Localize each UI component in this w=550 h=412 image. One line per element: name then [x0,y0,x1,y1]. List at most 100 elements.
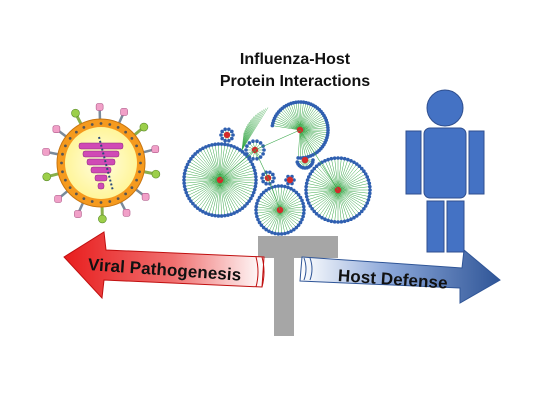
host-protein-node [198,148,202,152]
interaction-edge [299,129,325,145]
host-protein-node [220,136,224,141]
interaction-edge [254,129,301,151]
host-protein-node [229,143,233,148]
host-protein-node [254,204,259,209]
host-protein-node [355,162,359,166]
interaction-edge [318,189,339,217]
host-protein-node [355,214,359,218]
host-protein-node [272,176,276,180]
spike-head [95,103,104,111]
host-protein-node [250,193,255,198]
host-protein-node [227,127,231,132]
interaction-edge [274,186,281,211]
host-protein-node [270,230,274,235]
host-protein-node [339,156,344,160]
matrix-protein [116,197,120,200]
interaction-edge [299,129,339,191]
host-protein-node [366,178,371,182]
interaction-edge [337,160,352,191]
interaction-edge [241,109,264,151]
interaction-edge [337,168,362,191]
host-protein-node [342,156,347,161]
interaction-edge [318,163,339,191]
interaction-edge [316,166,339,191]
interaction-edge [274,209,281,234]
interaction-edge [299,129,328,133]
interaction-edge [219,144,229,181]
interaction-edge [337,189,366,207]
spike-head [141,193,150,201]
host-protein-node [298,156,303,160]
host-protein-node [191,201,195,206]
host-protein-node [302,208,306,212]
interaction-edge [272,122,301,131]
interaction-edge [299,122,328,131]
interaction-edge [279,190,295,211]
host-protein-node [254,178,258,182]
host-protein-node [183,187,188,192]
host-protein-node [314,164,319,169]
interaction-edge [219,179,255,190]
host-protein-node [223,127,227,132]
host-protein-node [286,185,290,190]
host-protein-node [261,152,265,156]
interaction-edge [214,179,221,216]
matrix-protein [108,200,112,203]
matrix-protein [138,170,141,174]
matrix-protein [82,126,86,129]
host-protein-node [182,181,186,186]
interaction-edge [219,179,238,212]
host-protein-node [342,219,347,224]
human-head [426,89,464,127]
host-protein-node [357,211,362,216]
interaction-edge [192,156,221,181]
interaction-edge [267,177,281,211]
host-protein-node [304,188,308,192]
interaction-edge [184,176,221,181]
host-protein-node [289,186,293,191]
interaction-edge [337,189,355,218]
interaction-edge [299,107,318,131]
viral-pathogenesis-arrow [63,231,265,300]
interaction-edge [272,125,301,131]
interaction-edge [299,129,323,147]
host-protein-node [308,172,313,176]
interaction-edge [268,188,281,211]
host-protein-node [359,209,364,214]
interaction-edge [331,189,339,222]
host-protein-node [326,218,330,223]
interaction-edge [279,197,301,211]
host-protein-node [216,142,221,146]
interaction-edge [274,118,301,131]
interaction-edge [295,102,301,131]
host-protein-node [300,198,304,203]
host-protein-node [245,144,249,148]
interaction-edge [219,151,243,181]
host-protein-node [332,220,337,224]
interaction-edge [202,179,221,212]
interaction-edge [199,149,221,181]
host-protein-node [367,181,372,186]
human-right-arm [468,130,485,195]
matrix-protein [138,152,141,156]
interaction-edge [337,176,368,191]
host-protein-node [227,138,231,143]
interaction-edge [187,164,221,181]
interaction-edge [299,129,320,151]
interaction-edge [311,189,339,210]
host-protein-node [182,184,187,189]
interaction-edge [299,104,312,131]
interaction-edge [337,186,370,191]
matrix-protein [74,130,78,134]
interaction-edge [275,115,301,131]
host-protein-node [264,181,268,186]
host-protein-node [304,191,308,196]
host-protein-node [301,204,306,209]
host-protein-node [230,129,234,134]
interaction-edge [299,117,326,131]
spike-head [139,122,149,132]
interaction-edge [219,179,252,199]
host-protein-node [261,172,265,177]
interaction-edge [219,179,256,184]
